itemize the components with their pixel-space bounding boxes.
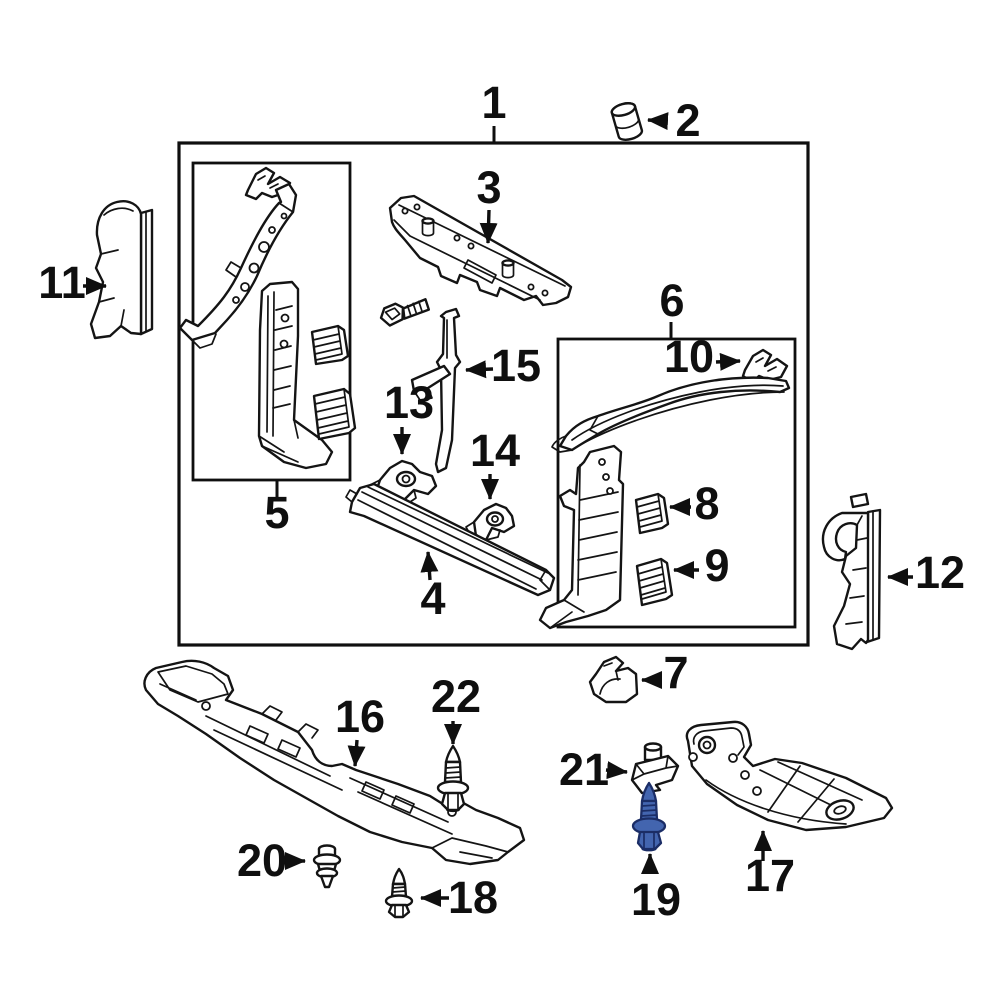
callout-9-label: 9	[704, 540, 729, 591]
callout-20-label: 20	[237, 835, 287, 886]
part-5-assembly-box	[191, 161, 352, 482]
callout-2-label: 2	[675, 95, 700, 146]
part-16-engine-under-cover	[143, 659, 526, 866]
part-6-assembly-box	[556, 337, 797, 629]
part-11-air-deflector	[89, 200, 154, 340]
callout-16-label: 16	[335, 691, 385, 742]
callout-10-label: 10	[664, 331, 714, 382]
callout-13-label: 13	[384, 377, 434, 428]
callout-4-arrow	[420, 551, 439, 581]
callout-7-label: 7	[663, 647, 688, 698]
callout-19-label: 19	[631, 874, 681, 925]
part-18-screw	[384, 867, 414, 919]
part-3-upper-tie-bar	[388, 194, 573, 307]
part-5-retainer-upper	[310, 324, 350, 366]
callout-17-label: 17	[745, 850, 795, 901]
callout-2-arrow	[647, 112, 669, 131]
callout-15-arrow	[465, 360, 494, 379]
callout-18-label: 18	[448, 872, 498, 923]
callout-5-label: 5	[264, 487, 289, 538]
callout-11-label: 11	[38, 257, 86, 308]
part-2-spacer	[610, 102, 644, 141]
part-9-retainer	[635, 557, 674, 607]
part-5-apron-brace	[178, 182, 298, 349]
part-4-lower-tie-bar	[345, 482, 556, 597]
callout-22-label: 22	[431, 671, 481, 722]
callout-6-label: 6	[659, 275, 684, 326]
part-22-screw	[436, 744, 470, 813]
callout-8-label: 8	[694, 478, 719, 529]
part-15-support-stay	[410, 307, 462, 474]
callout-16-arrow	[347, 739, 366, 767]
part-6-apron-extension	[551, 376, 791, 453]
part-12-air-deflector	[821, 492, 882, 651]
callout-14-label: 14	[470, 425, 520, 476]
callout-21-label: 21	[559, 744, 609, 795]
part-21-clip-nut	[630, 742, 680, 795]
part-5-retainer-lower	[312, 387, 357, 441]
part-7-bracket	[588, 655, 639, 704]
flange-bolt	[379, 298, 431, 327]
part-8-retainer	[634, 492, 670, 535]
callout-21-arrow	[605, 761, 628, 780]
callout-3-arrow	[479, 209, 498, 244]
callout-12-label: 12	[915, 547, 965, 598]
part-20-clip	[312, 844, 342, 889]
part-19-screw-highlighted	[631, 781, 667, 852]
part-17-side-under-cover	[685, 720, 894, 832]
callout-1-label: 1	[481, 77, 506, 128]
callout-4-label: 4	[420, 573, 445, 624]
part-6-side-support	[538, 444, 625, 630]
callout-10-arrow	[715, 352, 741, 371]
part-1-assembly-box	[177, 141, 810, 647]
part-5-side-support	[257, 280, 334, 470]
callout-3-label: 3	[476, 162, 501, 213]
callout-15-label: 15	[491, 340, 541, 391]
